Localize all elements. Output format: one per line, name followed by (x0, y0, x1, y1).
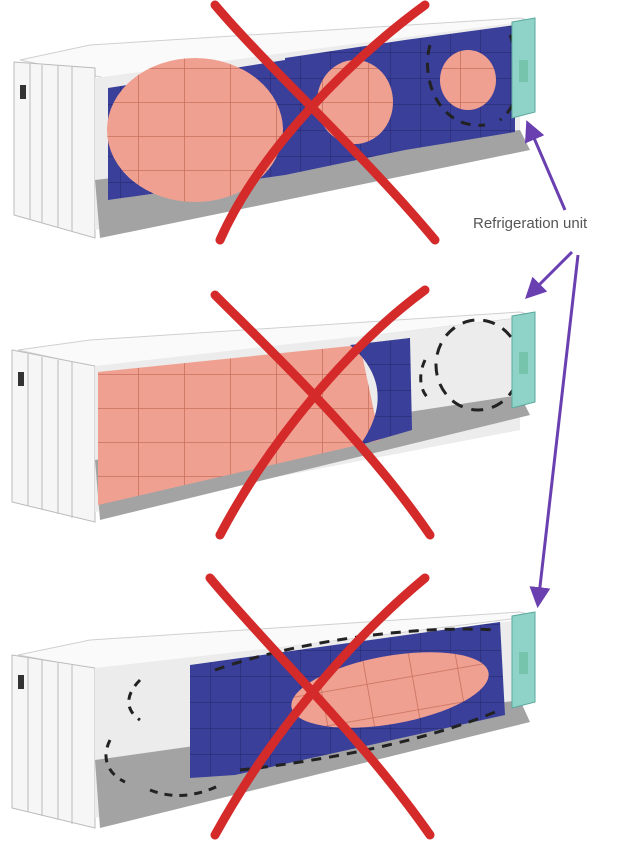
refrigeration-unit-label: Refrigeration unit (473, 215, 588, 232)
airflow-arrow (149, 783, 221, 797)
container-doors (11, 654, 96, 829)
airflow-arrow (104, 739, 126, 784)
airflow-arrow (127, 678, 142, 722)
container-floor (95, 395, 530, 520)
airflow-arrow (419, 359, 430, 400)
warm-cargo (440, 50, 496, 110)
cross-mark (205, 573, 435, 840)
airflow-arrow (425, 44, 486, 127)
container-doors (11, 349, 96, 523)
container-middle (11, 285, 536, 540)
cross-mark (210, 0, 440, 245)
container-floor (95, 130, 530, 238)
warm-cargo (317, 60, 393, 144)
airflow-arrow (239, 708, 501, 772)
container-top (13, 0, 536, 245)
refrigeration-unit-callout: Refrigeration unit (473, 120, 588, 609)
callout-arrow (525, 250, 574, 299)
callout-arrow (529, 254, 580, 609)
warm-cargo (107, 58, 283, 202)
cold-cargo (350, 338, 412, 445)
container-bottom (11, 573, 536, 840)
container-doors (13, 61, 96, 239)
warm-cargo (291, 652, 489, 728)
cross-mark (210, 285, 435, 540)
callout-arrow (524, 120, 567, 211)
